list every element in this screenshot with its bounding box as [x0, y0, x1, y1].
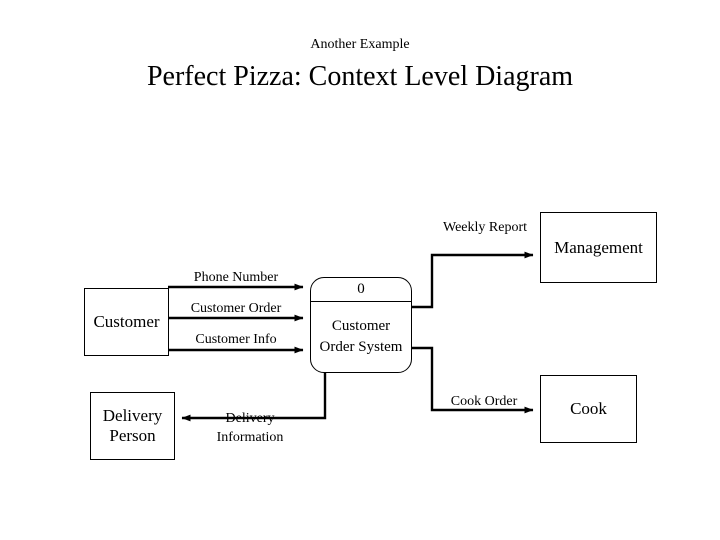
process-id: 0: [311, 278, 411, 302]
flow-line-weekly-report: [412, 251, 534, 309]
slide-title: Perfect Pizza: Context Level Diagram: [146, 61, 574, 92]
flow-label-customer-order: Customer Order: [190, 301, 282, 316]
external-entity-customer[interactable]: Customer: [84, 288, 169, 356]
flow-label-phone-number: Phone Number: [193, 270, 279, 285]
flow-label-customer-info: Customer Info: [195, 332, 277, 347]
external-entity-cook[interactable]: Cook: [540, 375, 637, 443]
external-entity-cook-label: Cook: [570, 399, 607, 418]
external-entity-delivery-person-label: Delivery Person: [102, 406, 163, 445]
external-entity-customer-label: Customer: [93, 312, 160, 331]
flow-line-cook-order: [412, 346, 534, 414]
external-entity-management[interactable]: Management: [540, 212, 657, 283]
process-name: Customer Order System: [319, 318, 403, 355]
flow-label-delivery-information: Delivery Information: [216, 411, 284, 445]
flow-line-delivery-information: [181, 373, 327, 422]
flow-label-weekly-report: Weekly Report: [442, 220, 527, 235]
flow-label-cook-order: Cook Order: [450, 394, 518, 409]
process-customer-order-system[interactable]: 0 Customer Order System: [310, 277, 412, 373]
external-entity-management-label: Management: [554, 237, 643, 257]
external-entity-delivery-person[interactable]: Delivery Person: [90, 392, 175, 460]
slide-subtitle: Another Example: [310, 37, 410, 52]
